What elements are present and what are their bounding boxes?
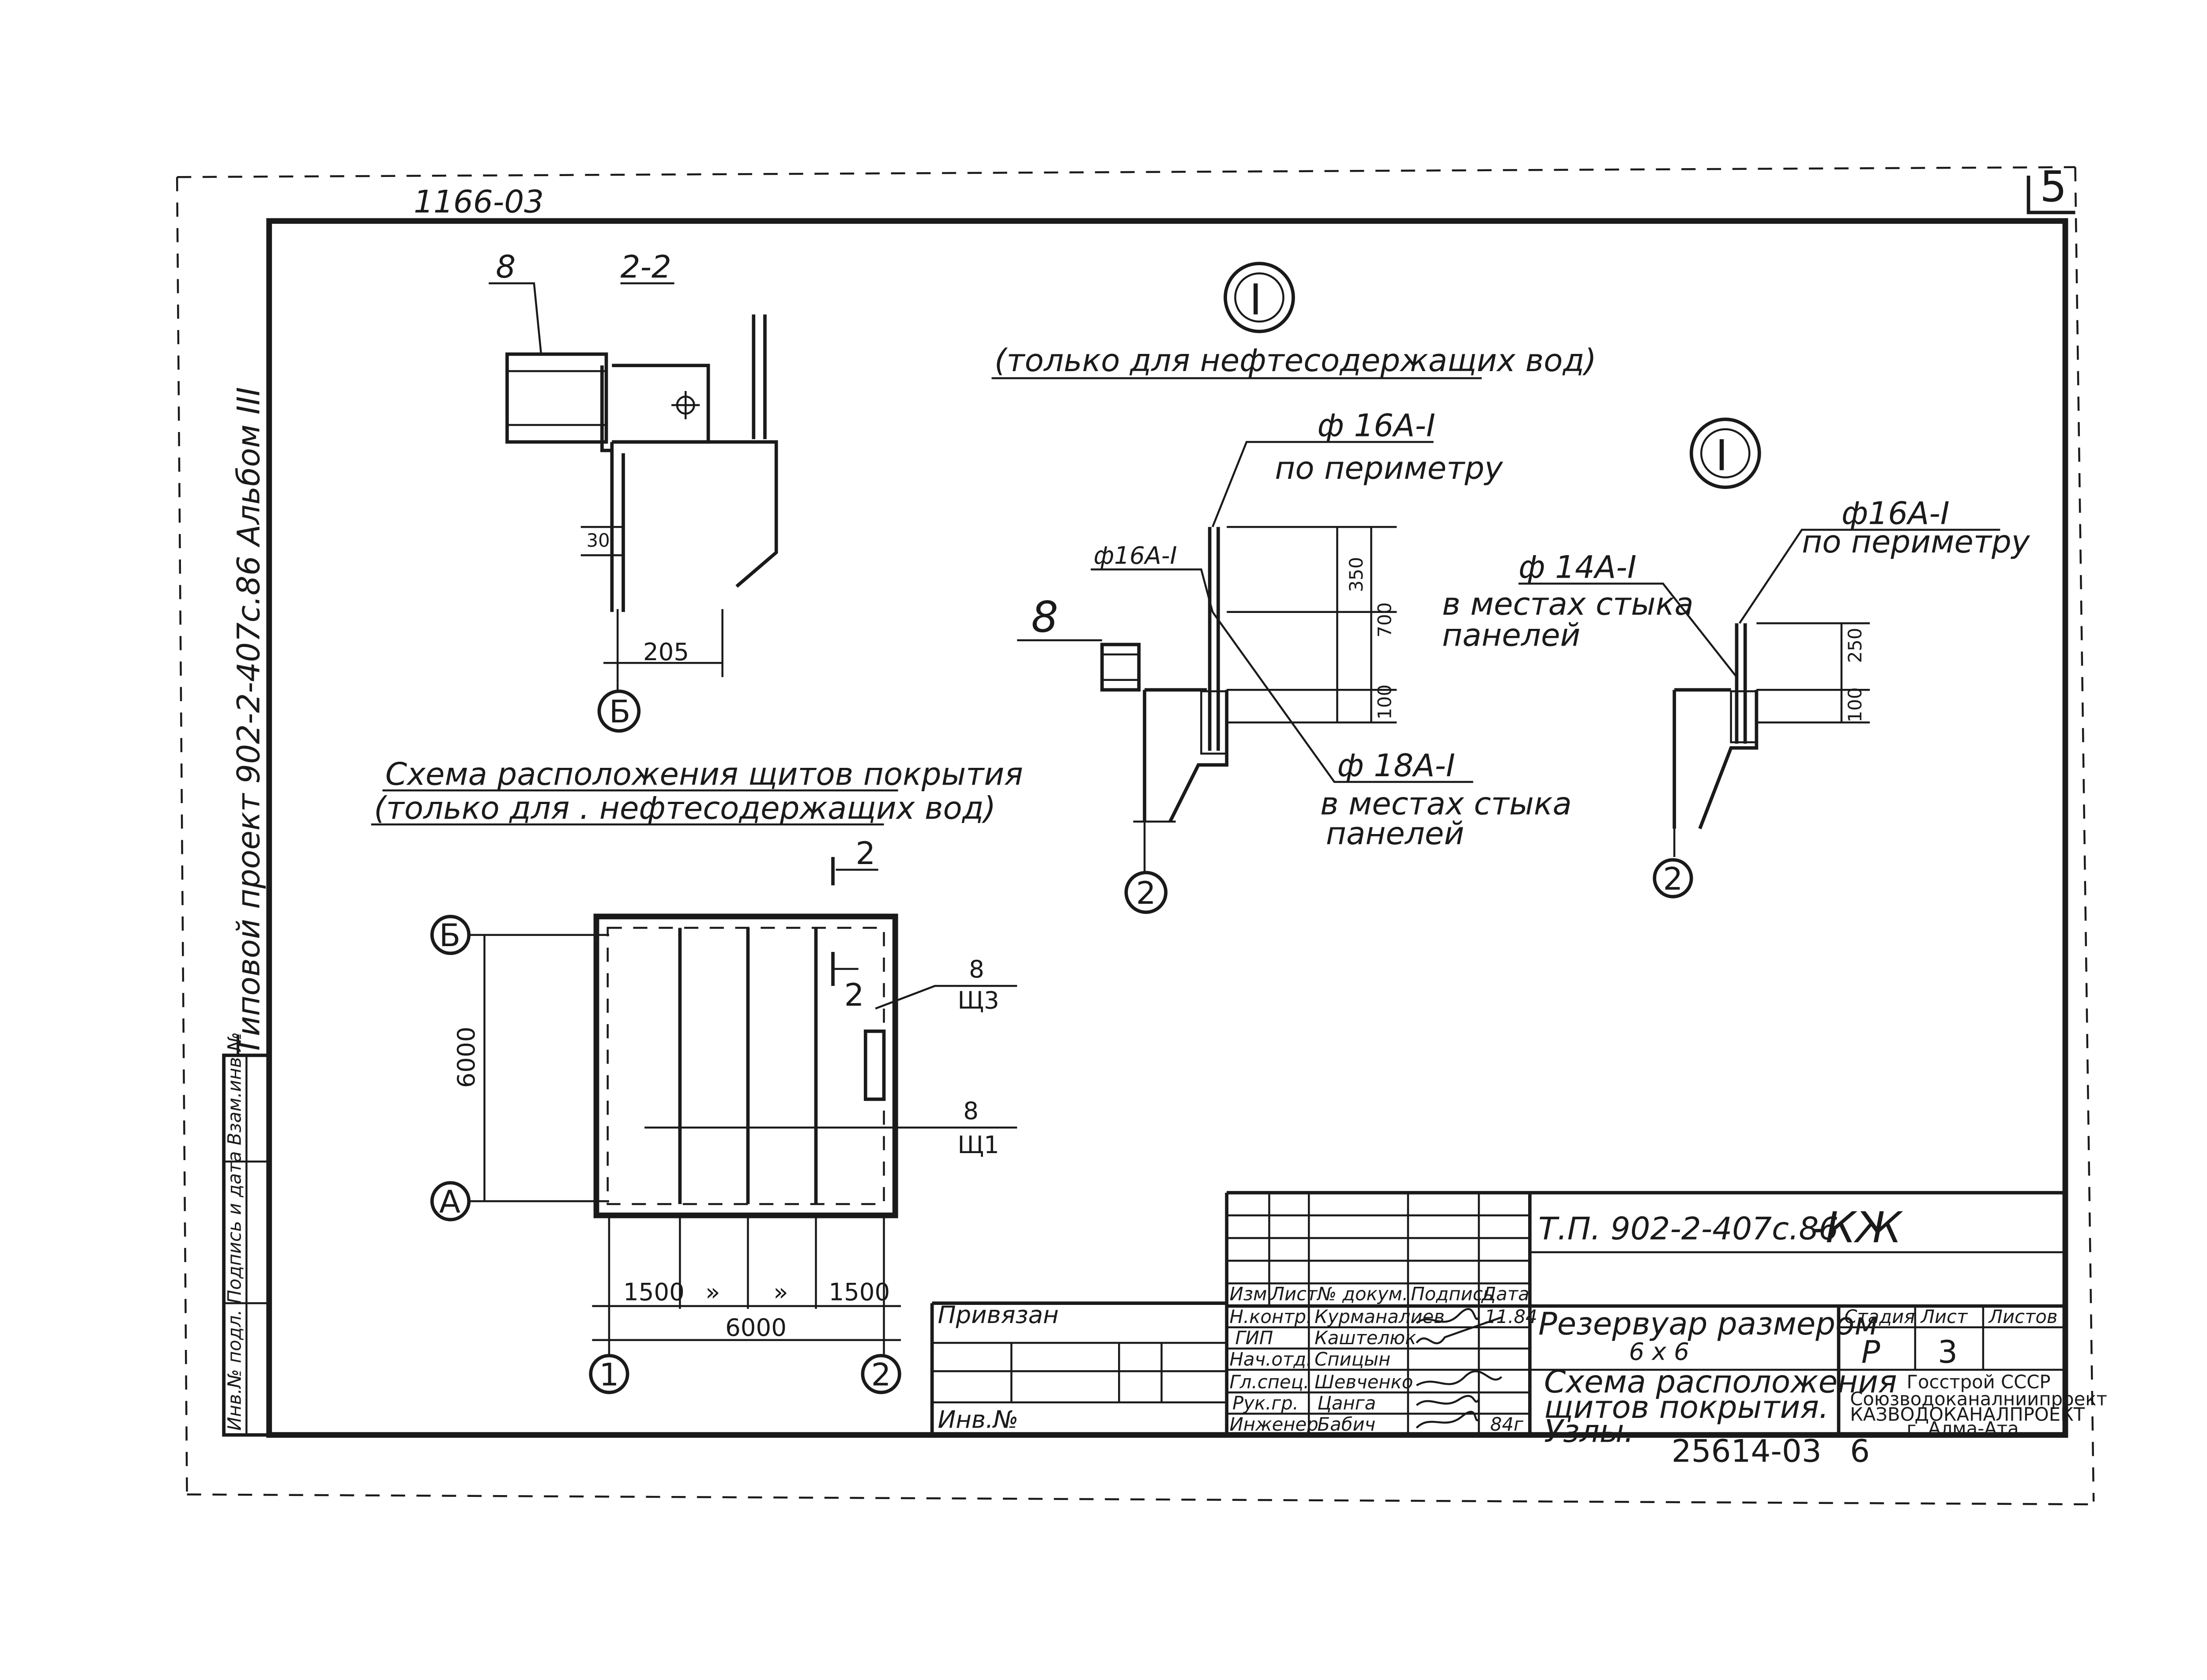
title-role-4: Рук.гр. — [1232, 1392, 1299, 1414]
page-number: 5 — [2040, 162, 2067, 211]
title-privyazan: Привязан — [938, 1300, 1058, 1329]
title-header-sign: Подпись — [1411, 1283, 1494, 1305]
plan-dim-ditto-2: » — [773, 1278, 788, 1306]
node-a-dim-350: 350 — [1345, 557, 1367, 592]
title-doc-suffix: -КЖ — [1810, 1203, 1903, 1252]
title-sheets-label: Листов — [1988, 1306, 2058, 1327]
node-b-callout-mid-2: в местах стыка — [1442, 586, 1694, 622]
plan-dim-total: 6000 — [725, 1313, 787, 1342]
node-b-callout-mid-3: панелей — [1442, 617, 1580, 654]
bottom-sheet-number: 6 — [1850, 1433, 1870, 1470]
title-role-3: Гл.спец. — [1230, 1371, 1310, 1393]
title-header-doc: № докум. — [1317, 1283, 1409, 1305]
section-2-2-dim-205: 205 — [643, 638, 689, 666]
title-org-4: г. Алма-Ата — [1907, 1418, 2019, 1439]
title-header-izm: Изм — [1230, 1283, 1267, 1305]
node-i-mark: I — [1250, 275, 1262, 325]
title-name-0: Курманалиев — [1314, 1306, 1445, 1327]
title-org-2: Союзводоканалниипроект — [1850, 1388, 2107, 1409]
plan-dim-1500-right: 1500 — [829, 1278, 890, 1306]
title-inv: Инв.№ — [938, 1406, 1018, 1434]
plan-axis-b: Б — [439, 917, 460, 954]
title-sheet-title-3: Узлы. — [1544, 1413, 1634, 1450]
node-a-callout-top-2: по периметру — [1275, 450, 1503, 486]
node-i-marker — [991, 262, 1482, 380]
node-b-callout-mid-1: ф 14А-I — [1518, 549, 1636, 586]
node-a-dim-700: 700 — [1374, 602, 1395, 638]
node-a-callout-top-1: ф 16А-I — [1318, 407, 1435, 444]
plan-title-1: Схема расположения щитов покрытия — [385, 755, 1023, 792]
title-header-date: Дата — [1481, 1283, 1529, 1305]
node-a-axis-2: 2 — [1136, 875, 1156, 911]
title-name-5: Бабич — [1318, 1413, 1376, 1435]
node-a-panel-label: 8 — [1031, 593, 1058, 642]
section-2-2-drawing — [489, 282, 778, 733]
left-stamp-text: Инв.№ подл. Подпись и дата Взам.инв.№ — [224, 1032, 245, 1431]
node-a-callout-left: ф16А-I — [1093, 541, 1177, 570]
node-b-mark: I — [1715, 431, 1728, 481]
plan-mark-shch3-bottom: Щ3 — [957, 986, 999, 1014]
title-stage-label: Стадия — [1844, 1306, 1915, 1327]
plan-axis-1: 1 — [599, 1356, 619, 1393]
plan-mark-shch1-top: 8 — [963, 1097, 979, 1125]
plan-dim-height: 6000 — [452, 1026, 480, 1088]
node-i-caption: (только для нефтесодержащих вод) — [994, 342, 1597, 379]
title-name-2: Спицын — [1314, 1348, 1390, 1370]
section-2-2-leader-label: 8 — [496, 248, 516, 285]
plan-title-2: (только для . нефтесодержащих вод) — [374, 789, 996, 826]
plan-drawing — [371, 789, 1017, 1394]
title-date-0: 11.84 — [1484, 1306, 1537, 1327]
sheet-frame — [176, 166, 2097, 1506]
plan-section-mark: 2 — [855, 835, 875, 872]
plan-mark-shch3-top: 8 — [969, 955, 984, 983]
archive-number: 1166-03 — [414, 183, 544, 220]
plan-section-mark-right: 2 — [844, 977, 864, 1013]
node-b-drawing — [1518, 417, 2000, 898]
title-sheet-label: Лист — [1920, 1306, 1968, 1327]
title-object-2: 6 х 6 — [1629, 1338, 1689, 1366]
title-sheet-no: 3 — [1938, 1334, 1958, 1370]
node-b-callout-top-1: ф16А-I — [1842, 495, 1950, 532]
title-org-3: КАЗВОДОКАНАЛПРОЕКТ — [1850, 1404, 2085, 1425]
node-a-drawing — [1017, 441, 1473, 914]
title-sheet-title-2: щитов покрытия. — [1544, 1389, 1829, 1425]
title-name-1: Каштелюк — [1314, 1327, 1416, 1349]
section-2-2-axis-b: Б — [609, 693, 630, 730]
node-a-dim-100: 100 — [1374, 684, 1395, 720]
title-object-1: Резервуар размером — [1538, 1305, 1878, 1342]
node-b-axis-2: 2 — [1663, 861, 1683, 897]
title-sheet-title-1: Схема расположения — [1544, 1363, 1897, 1400]
title-org-1: Госстрой СССР — [1907, 1371, 2051, 1393]
plan-mark-shch1-bottom: Щ1 — [957, 1131, 999, 1159]
section-2-2-title: 2-2 — [621, 248, 671, 285]
title-role-0: Н.контр. — [1230, 1306, 1312, 1327]
node-a-callout-bottom-1: ф 18А-I — [1337, 747, 1455, 784]
title-date-5: 84г — [1490, 1413, 1524, 1435]
node-b-dim-100: 100 — [1844, 687, 1866, 722]
title-header-list: Лист — [1270, 1283, 1318, 1305]
title-block — [930, 1191, 2065, 1435]
plan-axis-2: 2 — [871, 1356, 891, 1393]
node-a-callout-bottom-3: панелей — [1326, 815, 1464, 852]
bottom-doc-number: 25614-03 — [1672, 1433, 1822, 1470]
album-vertical-label: Типовой проект 902-2-407с.86 Альбом III — [230, 387, 267, 1056]
node-a-callout-bottom-2: в местах стыка — [1320, 786, 1572, 822]
title-role-1: ГИП — [1235, 1327, 1273, 1349]
title-stage: Р — [1861, 1334, 1880, 1370]
title-role-2: Нач.отд. — [1230, 1348, 1312, 1370]
title-doc-code: Т.П. 902-2-407с.86 — [1538, 1210, 1838, 1247]
left-stamp-box — [222, 1053, 271, 1437]
plan-dim-1500-left: 1500 — [623, 1278, 685, 1306]
title-name-4: Цанга — [1318, 1392, 1376, 1414]
title-role-5: Инженер — [1230, 1413, 1318, 1435]
plan-axis-a: А — [439, 1184, 460, 1220]
node-b-callout-top-2: по периметру — [1802, 523, 2030, 560]
node-b-dim-250: 250 — [1844, 628, 1866, 663]
plan-dim-ditto-1: » — [705, 1278, 720, 1306]
section-2-2-dim-30: 30 — [587, 530, 610, 551]
title-name-3: Шевченко — [1314, 1371, 1413, 1393]
